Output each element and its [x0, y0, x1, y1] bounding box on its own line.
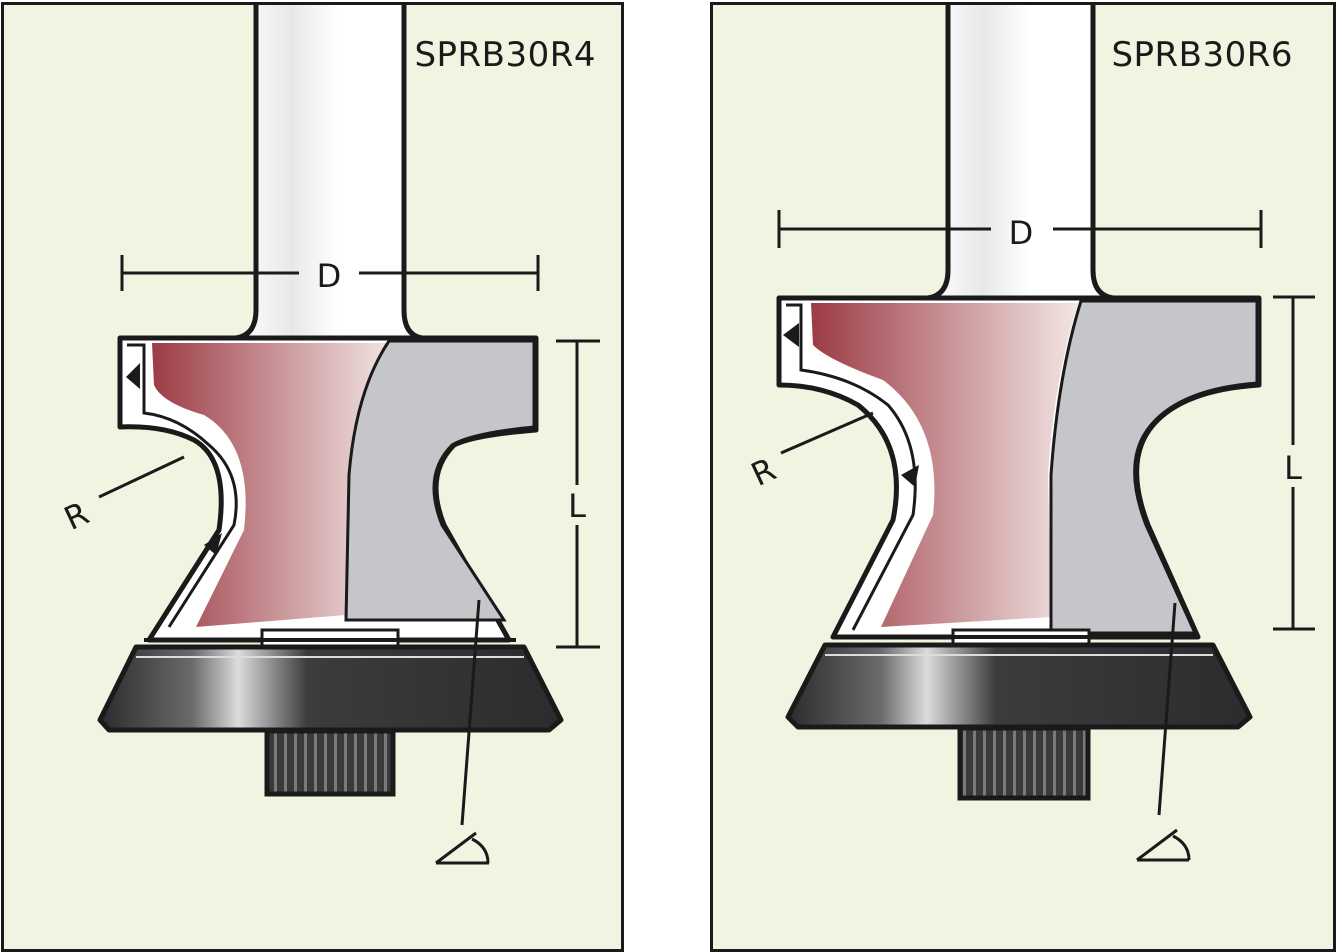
body-grey: [1049, 299, 1259, 635]
edge-mark: [126, 363, 140, 389]
carbide-insert: [152, 343, 392, 627]
body-grey: [344, 339, 536, 622]
label-d: D: [1009, 214, 1034, 252]
angle-icon: [1136, 828, 1191, 862]
bearing: [785, 642, 1253, 730]
router-bit-diagram-r6: D L R: [745, 5, 1315, 862]
angle-icon: [435, 831, 490, 865]
label-r: R: [58, 494, 94, 538]
model-label: SPRB30R6: [1111, 35, 1293, 75]
edge-mark: [204, 533, 222, 555]
bearing-shaft: [264, 728, 396, 797]
panel-sprb30r6: D L R SPRB30R6: [710, 2, 1336, 952]
carbide-insert: [811, 303, 1078, 627]
label-l: L: [1284, 449, 1302, 487]
edge-mark: [783, 323, 799, 347]
router-bit-diagram-r4: D L R: [58, 5, 600, 865]
bearing-shaft: [957, 725, 1091, 801]
label-l: L: [568, 487, 586, 525]
cutting-edge: [127, 343, 238, 628]
panel-sprb30r4: D L R SPRB30R4: [1, 2, 624, 952]
edge-mark: [901, 465, 919, 487]
model-label: SPRB30R4: [414, 35, 596, 75]
label-r: R: [745, 450, 781, 494]
bearing: [97, 644, 564, 733]
shank: [927, 5, 1114, 301]
label-d: D: [317, 257, 342, 295]
